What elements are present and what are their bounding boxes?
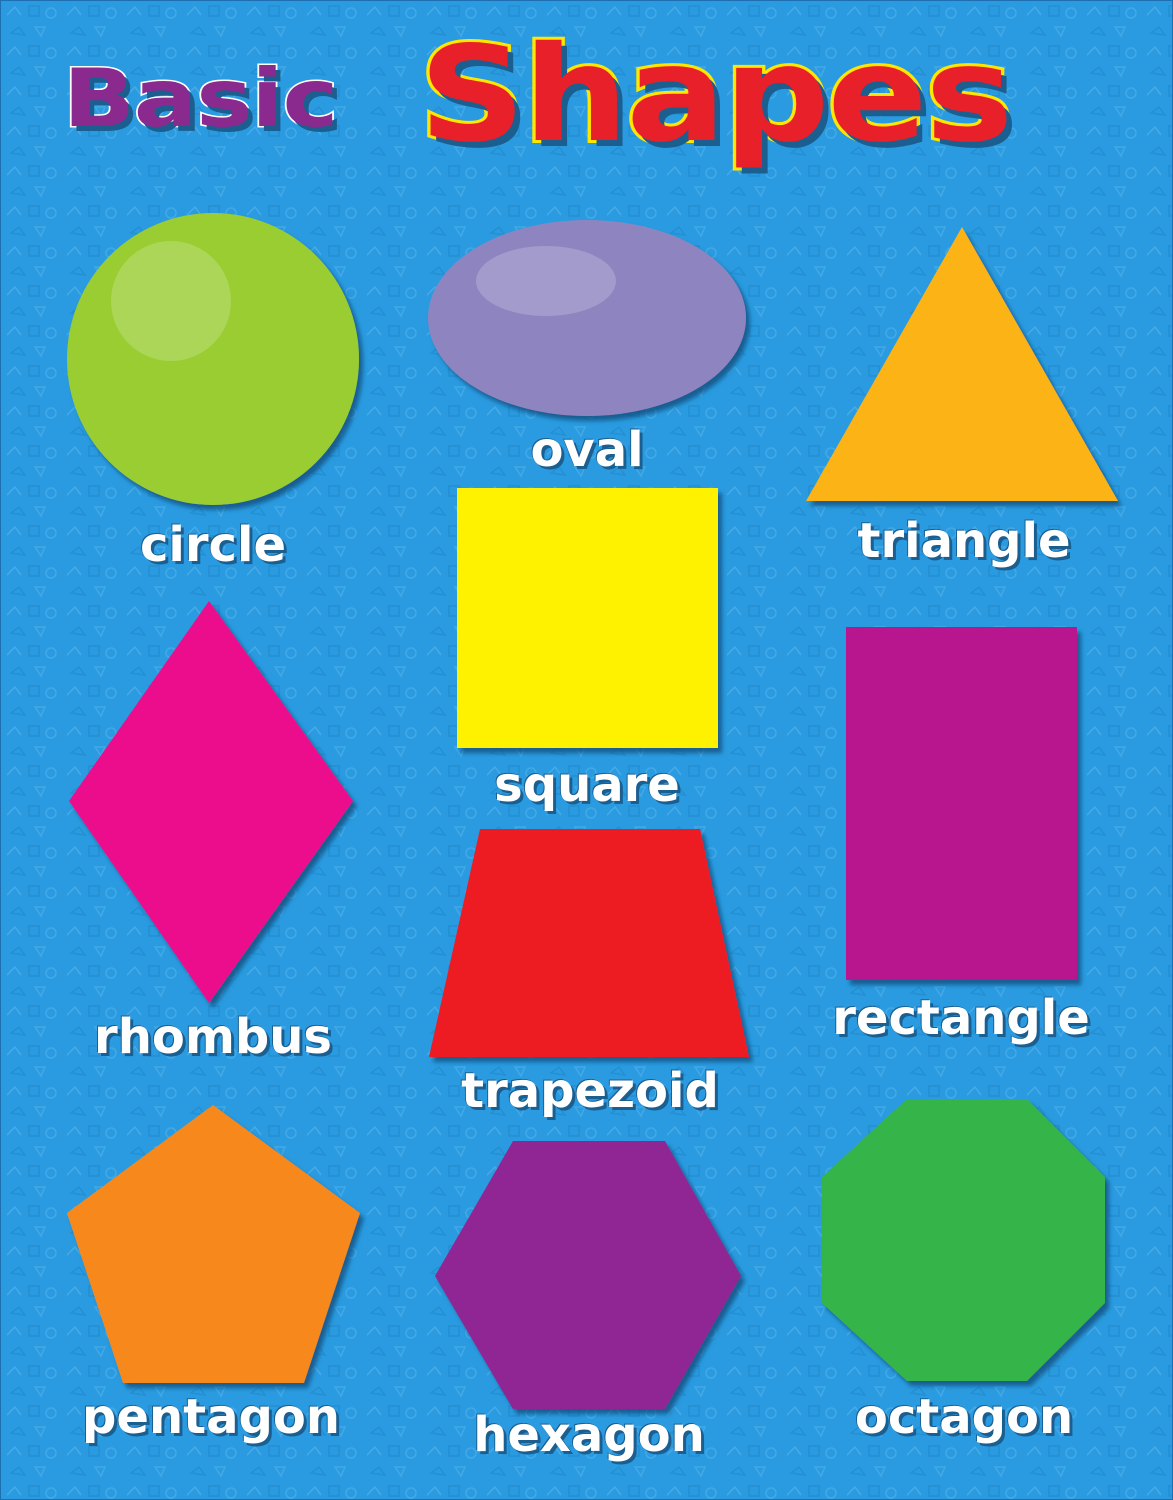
label-trapezoid: trapezoid (461, 1063, 719, 1119)
hexagon-shape (435, 1141, 741, 1409)
label-rhombus: rhombus (94, 1009, 332, 1065)
label-hexagon: hexagon (473, 1407, 705, 1463)
label-square: square (494, 757, 680, 813)
title-shapes: Shapes (416, 18, 1017, 172)
label-rectangle: rectangle (832, 990, 1090, 1046)
label-pentagon: pentagon (82, 1389, 340, 1445)
title-basic: Basic (61, 52, 340, 145)
label-triangle: triangle (857, 513, 1071, 569)
circle-shape (67, 213, 359, 505)
rectangle-shape (846, 627, 1077, 980)
triangle-shape (806, 227, 1118, 501)
pentagon-shape (67, 1105, 360, 1383)
trapezoid-shape (429, 829, 749, 1057)
label-octagon: octagon (854, 1389, 1074, 1445)
label-circle: circle (139, 517, 287, 573)
rhombus-shape (69, 601, 353, 1003)
shape-highlights (111, 241, 616, 361)
octagon-shape (822, 1099, 1105, 1381)
oval-shape (428, 220, 746, 416)
label-oval: oval (530, 422, 644, 478)
square-shape (457, 488, 718, 748)
